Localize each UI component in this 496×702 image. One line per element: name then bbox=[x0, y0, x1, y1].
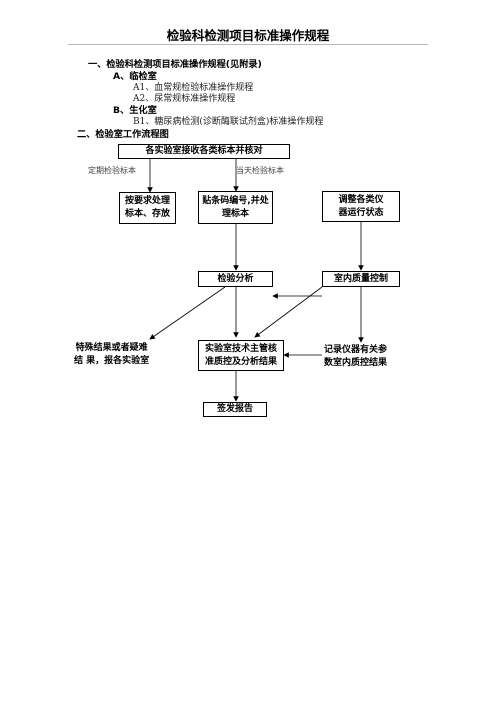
list-item-b1: B1、糖尿病检测(诊断酶联试剂盒)标准操作规程 bbox=[133, 117, 324, 127]
flow-review-line1: 实验室技术主管核 bbox=[204, 343, 277, 354]
page-title: 检验科检测项目标准操作规程 bbox=[166, 28, 330, 43]
flow-record-text: 记录仪器有关参 数室内质控结果 bbox=[324, 344, 387, 370]
flow-store-line1: 按要求处理 bbox=[124, 196, 170, 206]
flow-review-box: 实验室技术主管核 准质控及分析结果 bbox=[198, 340, 284, 371]
flow-review-line2: 准质控及分析结果 bbox=[204, 356, 277, 367]
title-divider bbox=[68, 44, 428, 45]
flow-special-text: 特殊结果或者疑难 结 果，报各实验室 bbox=[74, 342, 149, 368]
list-item-a1: A1、血常规检验标准操作规程 bbox=[133, 83, 254, 93]
flow-store-box: 按要求处理 标本、存放 bbox=[119, 192, 176, 224]
flow-label-line1: 贴条码编号,并处 bbox=[202, 195, 269, 206]
arrow-analysis-to-special bbox=[149, 286, 226, 340]
section2-heading: 二、检验室工作流程图 bbox=[77, 129, 169, 140]
flow-adjust-line2: 器运行状态 bbox=[338, 207, 384, 218]
note-periodic-specimens: 定期检验标本 bbox=[88, 166, 136, 175]
section1-heading: 一、检验科检测项目标准操作规程(见附录) bbox=[88, 59, 262, 70]
flow-record-line1: 记录仪器有关参 bbox=[324, 345, 388, 355]
list-item-a2: A2、尿常规标准操作规程 bbox=[133, 94, 236, 104]
note-sameday-specimens: 当天检验标本 bbox=[236, 166, 284, 175]
flow-special-line1: 特殊结果或者疑难 bbox=[75, 343, 148, 353]
group-a-label: A、临检室 bbox=[113, 71, 157, 82]
flow-store-line2: 标本、存放 bbox=[124, 209, 170, 219]
flow-label-box: 贴条码编号,并处 理标本 bbox=[198, 191, 273, 224]
flow-record-line2: 数室内质控结果 bbox=[324, 358, 388, 368]
flow-report-box: 签发报告 bbox=[203, 402, 267, 417]
flow-adjust-box: 调整各类仪 器运行状态 bbox=[322, 191, 400, 222]
flow-top-box: 各实验室接收各类标本并核对 bbox=[118, 144, 290, 159]
flow-special-line2: 结 果，报各实验室 bbox=[74, 356, 150, 366]
group-b-label: B、生化室 bbox=[113, 105, 157, 116]
flow-qc-box: 室内质量控制 bbox=[322, 271, 400, 287]
flow-adjust-line1: 调整各类仪 bbox=[338, 194, 384, 205]
flow-label-line2: 理标本 bbox=[221, 208, 249, 219]
arrow-qc-to-review bbox=[254, 286, 323, 338]
flow-analysis-box: 检验分析 bbox=[198, 271, 273, 287]
